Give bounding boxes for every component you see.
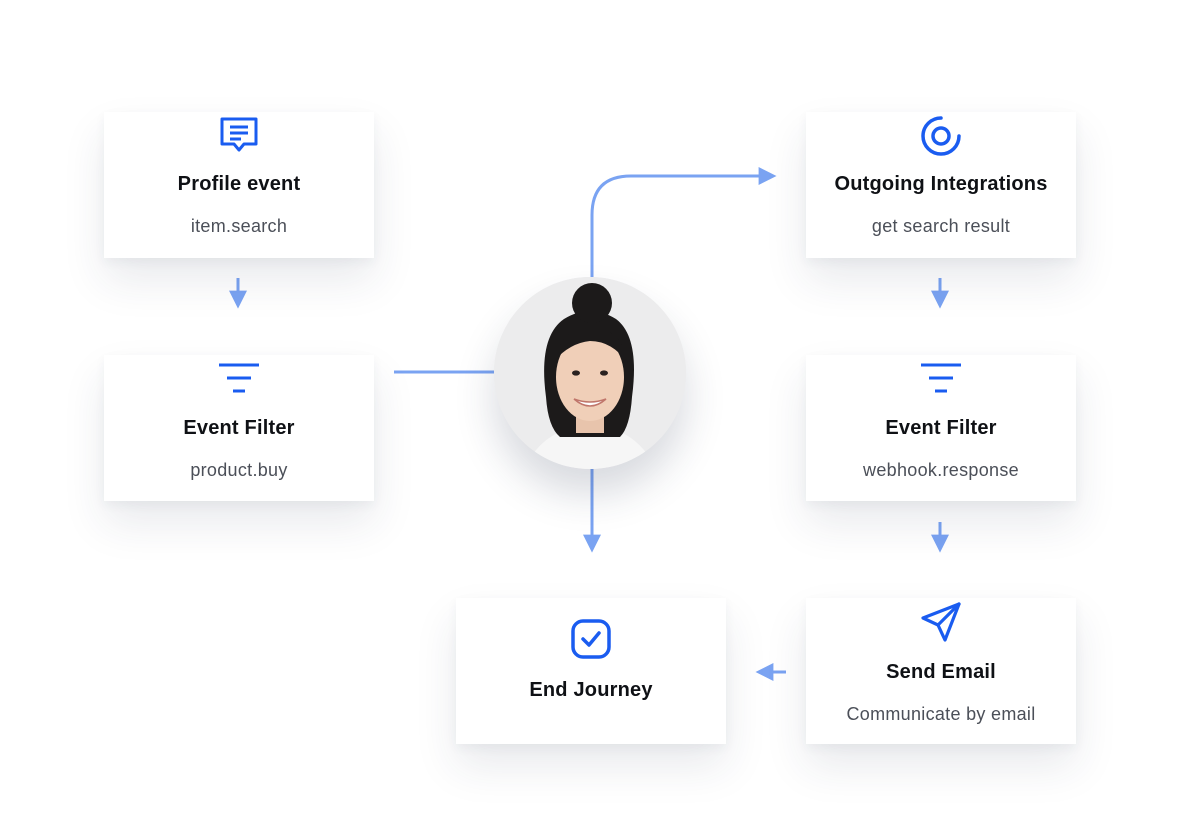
outgoing-integrations-subtitle: get search result — [871, 216, 1011, 236]
end-journey-card[interactable]: End Journey — [456, 598, 726, 744]
filter-icon — [919, 361, 963, 402]
event-filter-left-card[interactable]: Event Filter product.buy — [104, 355, 374, 501]
event-filter-left-subtitle: product.buy — [190, 460, 288, 480]
send-email-card[interactable]: Send Email Communicate by email — [806, 598, 1076, 744]
event-filter-right-title: Event Filter — [885, 417, 997, 439]
event-filter-right-subtitle: webhook.response — [863, 460, 1019, 480]
arrow-center-to-outgoing — [590, 167, 777, 277]
send-icon — [919, 600, 963, 649]
profile-avatar[interactable] — [494, 277, 686, 469]
send-email-subtitle: Communicate by email — [846, 704, 1036, 724]
profile-event-subtitle: item.search — [190, 216, 288, 236]
check-icon — [570, 618, 612, 665]
target-icon — [920, 115, 962, 162]
end-journey-title: End Journey — [529, 679, 653, 701]
event-filter-right-card[interactable]: Event Filter webhook.response — [806, 355, 1076, 501]
filter-icon — [217, 361, 261, 402]
message-icon — [219, 116, 259, 161]
outgoing-integrations-card[interactable]: Outgoing Integrations get search result — [806, 112, 1076, 258]
profile-event-title: Profile event — [177, 173, 301, 195]
send-email-title: Send Email — [886, 661, 996, 683]
event-filter-left-title: Event Filter — [183, 417, 295, 439]
profile-event-card[interactable]: Profile event item.search — [104, 112, 374, 258]
outgoing-integrations-title: Outgoing Integrations — [834, 173, 1048, 195]
profile-photo — [494, 277, 686, 469]
